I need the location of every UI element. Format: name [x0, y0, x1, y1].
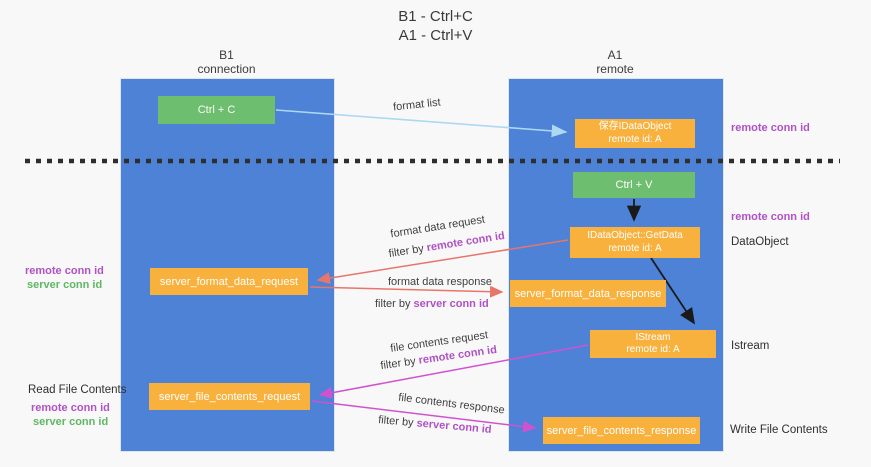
title-line-a1: A1 - Ctrl+V	[398, 27, 473, 44]
node-server-format-data-request-label: server_format_data_request	[159, 275, 299, 288]
label-format-list-text: format list	[392, 96, 442, 114]
left-label-remote-conn-id-1: remote conn id	[25, 265, 104, 277]
node-getdata-title: IDataObject::GetData	[587, 230, 683, 241]
label-filter-by-server-conn-id-2: filter by server conn id	[378, 414, 492, 436]
label-filter-by-server-conn-id-1: filter by server conn id	[375, 298, 489, 310]
label-filter-by-text: filter by	[379, 355, 417, 373]
left-server-conn-id-2-text: server conn id	[33, 416, 109, 428]
lane-header-b1-connection: B1 connection	[120, 48, 333, 76]
left-remote-conn-id-1-text: remote conn id	[25, 265, 104, 277]
node-istream-title: IStream	[635, 331, 671, 343]
lane-b1-name: B1	[219, 48, 234, 62]
label-format-list: format list	[393, 97, 442, 114]
left-label-read-file-contents: Read File Contents	[28, 384, 126, 396]
lane-b1-role: connection	[197, 62, 256, 76]
node-istream-remote-id: remote id: A	[626, 344, 680, 355]
left-remote-conn-id-2-text: remote conn id	[31, 402, 110, 414]
left-label-server-conn-id-2: server conn id	[33, 416, 108, 428]
node-ctrl-v: Ctrl + V	[573, 172, 695, 198]
right-label-dataobject: DataObject	[731, 236, 789, 248]
node-server-file-contents-response: server_file_contents_response	[543, 417, 700, 444]
label-remote-conn-id-text: remote conn id	[425, 229, 506, 255]
node-istream: IStream remote id: A	[590, 330, 716, 358]
node-server-format-data-request: server_format_data_request	[150, 268, 308, 295]
node-idataobject-getdata: IDataObject::GetData remote id: A	[570, 227, 700, 258]
title-line-b1: B1 - Ctrl+C	[398, 8, 473, 25]
diagram-title: B1 - Ctrl+C A1 - Ctrl+V	[0, 7, 871, 45]
node-ctrl-c-label: Ctrl + C	[197, 104, 236, 116]
left-label-server-conn-id-1: server conn id	[27, 279, 102, 291]
right-istream-text: Istream	[731, 340, 770, 352]
node-ctrl-v-label: Ctrl + V	[615, 179, 653, 191]
left-label-remote-conn-id-2: remote conn id	[31, 402, 110, 414]
node-ctrl-c: Ctrl + C	[158, 96, 275, 124]
left-server-conn-id-1-text: server conn id	[27, 279, 103, 291]
node-server-file-contents-response-label: server_file_contents_response	[546, 424, 697, 437]
right-dataobject-text: DataObject	[731, 236, 789, 248]
right-remote-conn-id-top-text: remote conn id	[731, 122, 810, 134]
label-format-data-response-text: format data response	[388, 276, 492, 288]
node-server-file-contents-request-label: server_file_contents_request	[158, 390, 301, 403]
right-label-remote-conn-id-top: remote conn id	[731, 122, 810, 134]
right-label-remote-conn-id-mid: remote conn id	[731, 211, 810, 223]
lane-a1-name: A1	[607, 48, 623, 62]
label-file-contents-response: file contents response	[398, 392, 506, 417]
right-label-istream: Istream	[731, 340, 769, 352]
right-label-write-file-contents: Write File Contents	[730, 424, 828, 436]
lane-header-a1-remote: A1 remote	[508, 48, 722, 76]
node-getdata-remote-id: remote id: A	[608, 242, 662, 254]
node-save-idataobject: 保存IDataObject remote id: A	[575, 119, 695, 148]
label-server-conn-id-text: server conn id	[416, 417, 493, 436]
node-save-idataobject-title: 保存IDataObject	[598, 121, 672, 132]
label-file-contents-response-text: file contents response	[397, 391, 506, 417]
right-remote-conn-id-mid-text: remote conn id	[731, 211, 810, 223]
label-filter-by-text: filter by	[387, 242, 425, 261]
node-server-format-data-response-label: server_format_data_response	[514, 287, 662, 300]
right-write-file-contents-text: Write File Contents	[730, 424, 828, 436]
label-filter-by-text: filter by	[377, 414, 415, 430]
label-format-data-response: format data response	[388, 276, 492, 288]
node-server-format-data-response: server_format_data_response	[510, 280, 666, 307]
left-read-file-contents-text: Read File Contents	[28, 384, 127, 396]
label-filter-by-text: filter by	[375, 298, 411, 310]
label-server-conn-id-text: server conn id	[413, 298, 489, 310]
lane-a1-role: remote	[596, 62, 634, 76]
node-save-idataobject-remote-id: remote id: A	[608, 133, 662, 145]
node-server-file-contents-request: server_file_contents_request	[149, 383, 310, 410]
